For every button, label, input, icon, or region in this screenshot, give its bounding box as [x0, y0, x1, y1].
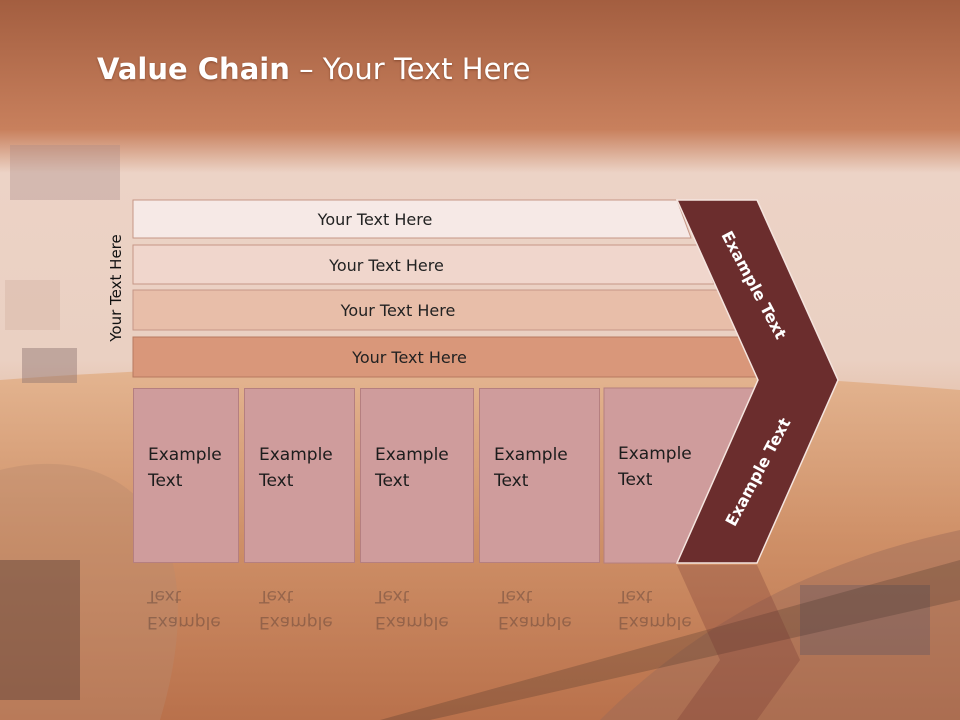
reflection-text-5: Example Text	[618, 586, 692, 632]
column-4-label: Example Text	[494, 445, 568, 491]
column-2-label: Example Text	[259, 445, 333, 491]
column-1-label: Example Text	[148, 445, 222, 491]
row-2-label: Your Text Here	[329, 255, 444, 275]
reflection: Example Text Example Text Example Text E…	[133, 565, 693, 705]
row-2: Your Text Here	[133, 246, 700, 284]
column-5-label: Example Text	[618, 444, 692, 490]
chevron-reflection	[677, 565, 800, 720]
chevron-arrow	[675, 199, 839, 564]
column-4: Example Text	[479, 388, 600, 563]
title-bold: Value Chain	[97, 52, 290, 86]
reflection-text-4: Example Text	[498, 586, 572, 632]
row-4-label: Your Text Here	[352, 347, 467, 367]
column-5: Example Text	[604, 388, 692, 563]
slide-title: Value Chain – Your Text Here	[97, 52, 531, 96]
column-3-label: Example Text	[375, 445, 449, 491]
column-1: Example Text	[133, 388, 239, 563]
column-3: Example Text	[360, 388, 474, 563]
row-band-1	[132, 199, 692, 239]
title-rest: – Your Text Here	[289, 52, 531, 86]
reflection-text-1: Example Text	[147, 586, 221, 632]
row-4: Your Text Here	[133, 338, 746, 376]
reflection-text-2: Example Text	[259, 586, 333, 632]
row-3: Your Text Here	[133, 291, 723, 329]
column-2: Example Text	[244, 388, 355, 563]
row-1: Your Text Here	[133, 200, 677, 238]
row-3-label: Your Text Here	[340, 300, 456, 320]
reflection-text-3: Example Text	[375, 586, 449, 632]
row-1-label: Your Text Here	[317, 209, 433, 229]
